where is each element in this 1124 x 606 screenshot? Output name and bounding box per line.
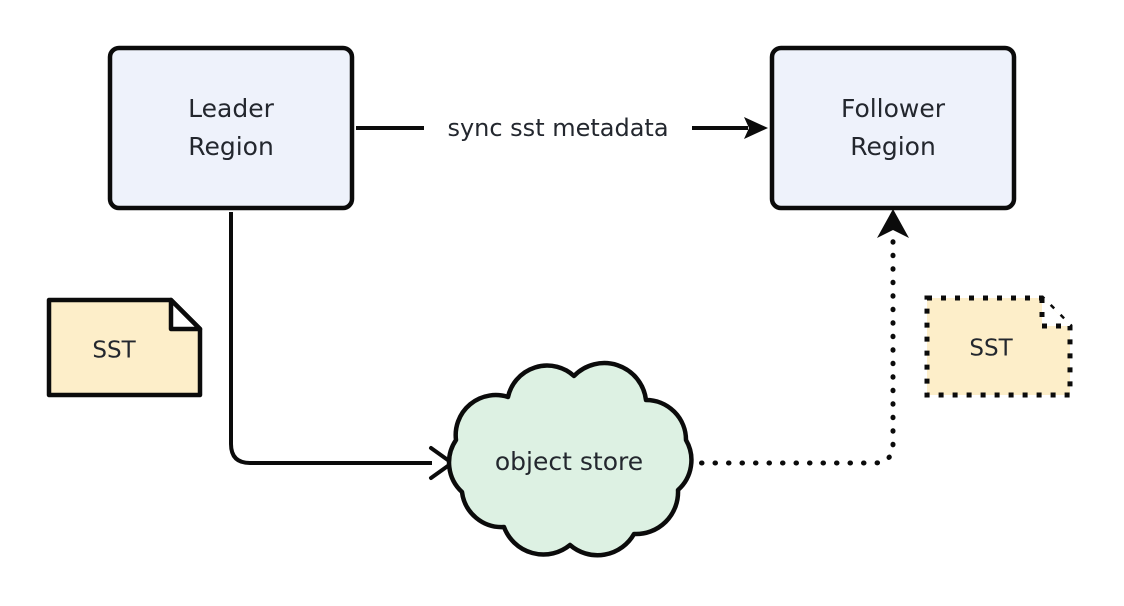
object-store-cloud-shape xyxy=(446,360,694,558)
sst-follower-folded-corner-fill xyxy=(1042,298,1070,326)
sst-follower-folded-corner xyxy=(1039,298,1070,329)
edge-leader-to-follower-arrowhead xyxy=(744,117,768,139)
edge-label-sync-sst-metadata: sync sst metadata xyxy=(447,114,668,142)
node-leader-region[interactable]: Leader Region xyxy=(107,45,355,211)
node-sst-leader[interactable]: SST xyxy=(46,297,203,398)
sst-follower-document-fill xyxy=(927,298,1070,395)
follower-region-label-line2: Region xyxy=(850,132,936,161)
sst-leader-document-body xyxy=(46,297,203,398)
node-object-store[interactable]: object store xyxy=(446,360,694,558)
edge-leader-to-object-store-line xyxy=(229,212,432,465)
sst-follower-document-outline xyxy=(924,295,1073,398)
sst-follower-label: SST xyxy=(969,336,1013,362)
leader-region-label-line1: Leader xyxy=(188,94,274,123)
edge-leader-to-object-store[interactable] xyxy=(229,212,454,480)
edge-object-store-to-follower-arrowhead xyxy=(877,209,909,238)
follower-region-label-line1: Follower xyxy=(841,94,946,123)
node-sst-follower[interactable]: SST xyxy=(924,295,1073,398)
node-follower-region[interactable]: Follower Region xyxy=(769,45,1017,211)
follower-region-box xyxy=(769,45,1017,211)
sst-leader-folded-corner xyxy=(168,297,203,332)
object-store-label: object store xyxy=(495,447,643,476)
sst-leader-label: SST xyxy=(92,338,136,364)
leader-region-label-line2: Region xyxy=(188,132,274,161)
edge-leader-to-follower[interactable]: sync sst metadata xyxy=(356,114,768,142)
edge-object-store-to-follower[interactable] xyxy=(685,209,909,466)
edge-object-store-to-follower-line xyxy=(685,235,896,466)
leader-region-box xyxy=(107,45,355,211)
